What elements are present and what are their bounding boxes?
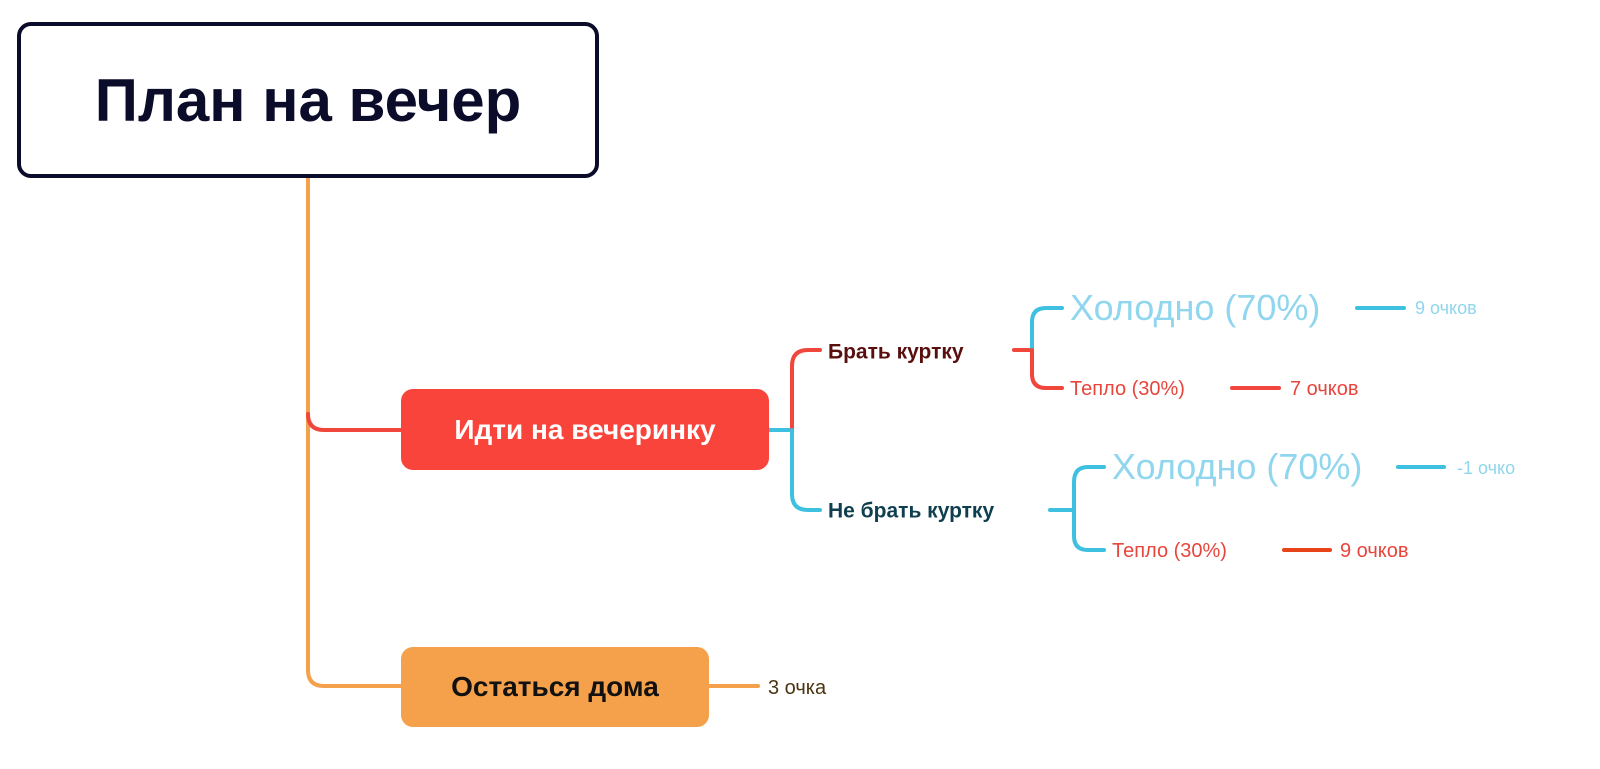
line-no-cold [1072,465,1106,512]
line-take-warm [1030,348,1064,390]
outcome-take-warm[interactable]: Тепло (30%) [1070,378,1185,400]
node-go-party[interactable]: Идти на вечеринку [401,389,769,470]
line-no-jacket [790,428,822,512]
node-label: Остаться дома [451,671,659,702]
branch-line-party [306,412,403,432]
node-take-jacket[interactable]: Брать куртку [828,340,964,364]
score-no-cold: -1 очко [1457,458,1516,478]
score-take-warm: 7 очков [1290,378,1359,400]
line-take-cold [1030,306,1064,352]
node-label: Идти на вечеринку [454,413,716,445]
outcome-take-cold[interactable]: Холодно (70%) [1070,287,1321,328]
trunk-line [306,175,403,688]
line-take-jacket [790,348,822,432]
stay-home-score: 3 очка [768,677,827,699]
root-node[interactable]: План на вечер [17,22,599,178]
node-stay-home[interactable]: Остаться дома [401,647,709,727]
line-no-warm [1072,508,1106,552]
score-no-warm: 9 очков [1340,540,1409,562]
score-take-cold: 9 очков [1415,298,1477,318]
outcome-no-cold[interactable]: Холодно (70%) [1112,446,1363,487]
node-no-jacket[interactable]: Не брать куртку [828,499,995,523]
root-title: План на вечер [94,66,522,134]
outcome-no-warm[interactable]: Тепло (30%) [1112,540,1227,562]
